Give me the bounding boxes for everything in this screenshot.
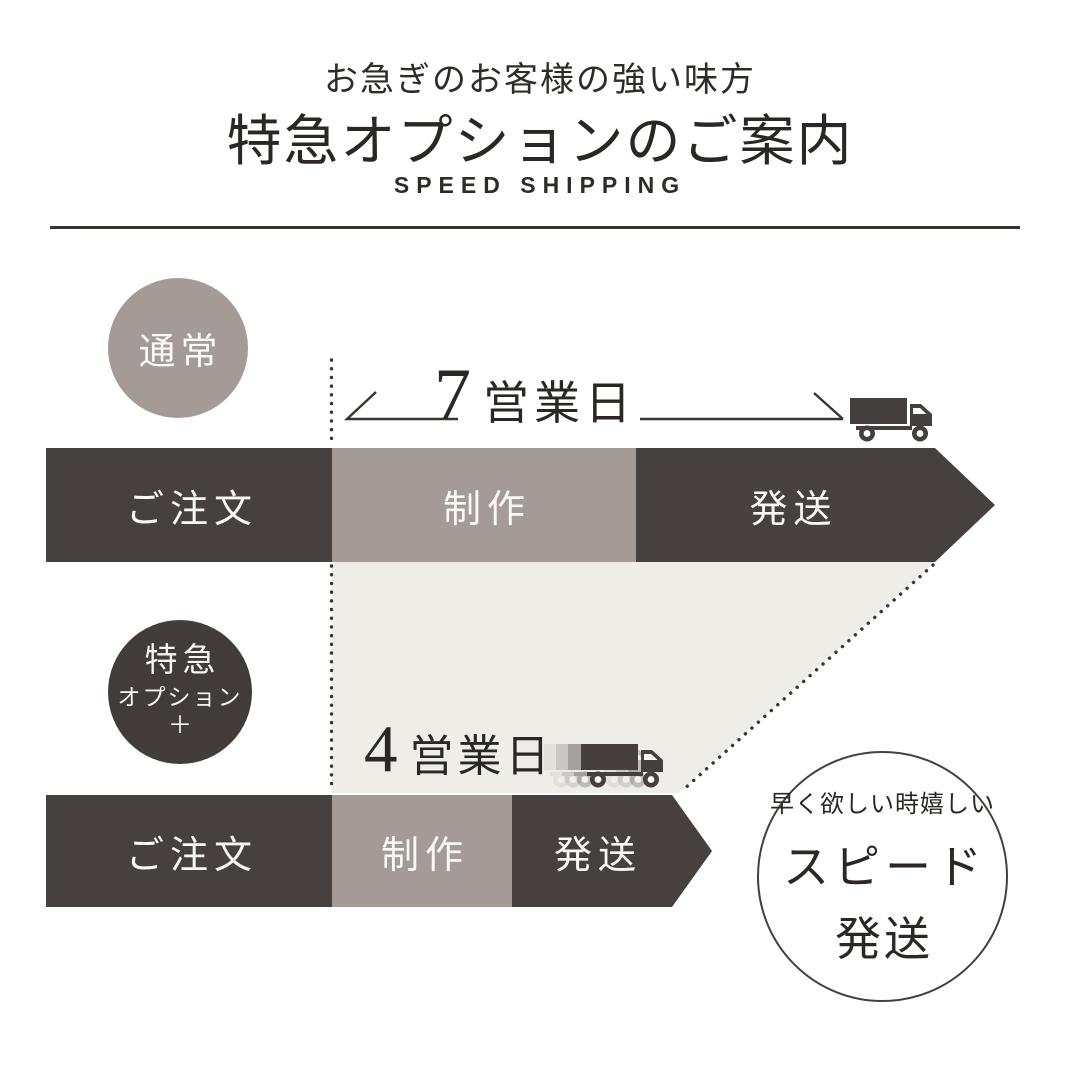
speed-note-line3: 発送 xyxy=(835,914,933,965)
express-step-order-label: ご注文 xyxy=(125,834,258,877)
express-badge-line1: 特急 xyxy=(144,643,221,680)
express-duration-label: 4 営業日 xyxy=(364,716,554,783)
plus-icon: ＋ xyxy=(168,713,192,740)
page-title: 特急オプションのご案内 xyxy=(226,111,854,172)
express-process-bar: ご注文 制作 発送 xyxy=(46,795,712,907)
express-step-shipping: 発送 xyxy=(512,795,712,907)
header-tagline: SPEED SHIPPING xyxy=(393,172,687,198)
speed-note-line2: スピード xyxy=(783,842,987,893)
express-duration-unit: 営業日 xyxy=(409,732,554,781)
express-step-shipping-label: 発送 xyxy=(553,834,642,877)
normal-duration-label: 7 営業日 xyxy=(434,358,636,432)
normal-duration-unit: 営業日 xyxy=(483,378,636,429)
express-badge-line2: オプション xyxy=(117,684,243,710)
express-step-production-label: 制作 xyxy=(380,834,469,877)
express-step-order: ご注文 xyxy=(46,795,332,907)
header-divider xyxy=(50,226,1020,229)
express-option-badge: 特急 オプション ＋ xyxy=(108,620,252,764)
normal-badge: 通常 xyxy=(108,278,248,418)
speed-note-line1: 早く欲しい時嬉しい xyxy=(770,792,995,818)
truck-icon xyxy=(850,398,932,442)
express-step-production: 制作 xyxy=(332,795,512,907)
normal-badge-label: 通常 xyxy=(138,332,223,373)
normal-duration-value: 7 xyxy=(434,354,471,436)
header-subtitle: お急ぎのお客様の強い味方 xyxy=(324,62,756,99)
normal-step-order-label: ご注文 xyxy=(125,488,258,531)
normal-step-shipping: 発送 xyxy=(636,448,995,562)
normal-step-production: 制作 xyxy=(332,448,636,562)
express-duration-value: 4 xyxy=(364,712,398,786)
dimension-arrow-right xyxy=(640,392,844,421)
speed-shipping-note-circle: 早く欲しい時嬉しい スピード 発送 xyxy=(757,751,1008,1002)
normal-step-order: ご注文 xyxy=(46,448,332,562)
normal-step-shipping-label: 発送 xyxy=(749,488,838,531)
normal-step-production-label: 制作 xyxy=(442,488,531,531)
normal-process-bar: ご注文 制作 発送 xyxy=(46,448,995,562)
speeding-truck-icon xyxy=(544,744,663,788)
